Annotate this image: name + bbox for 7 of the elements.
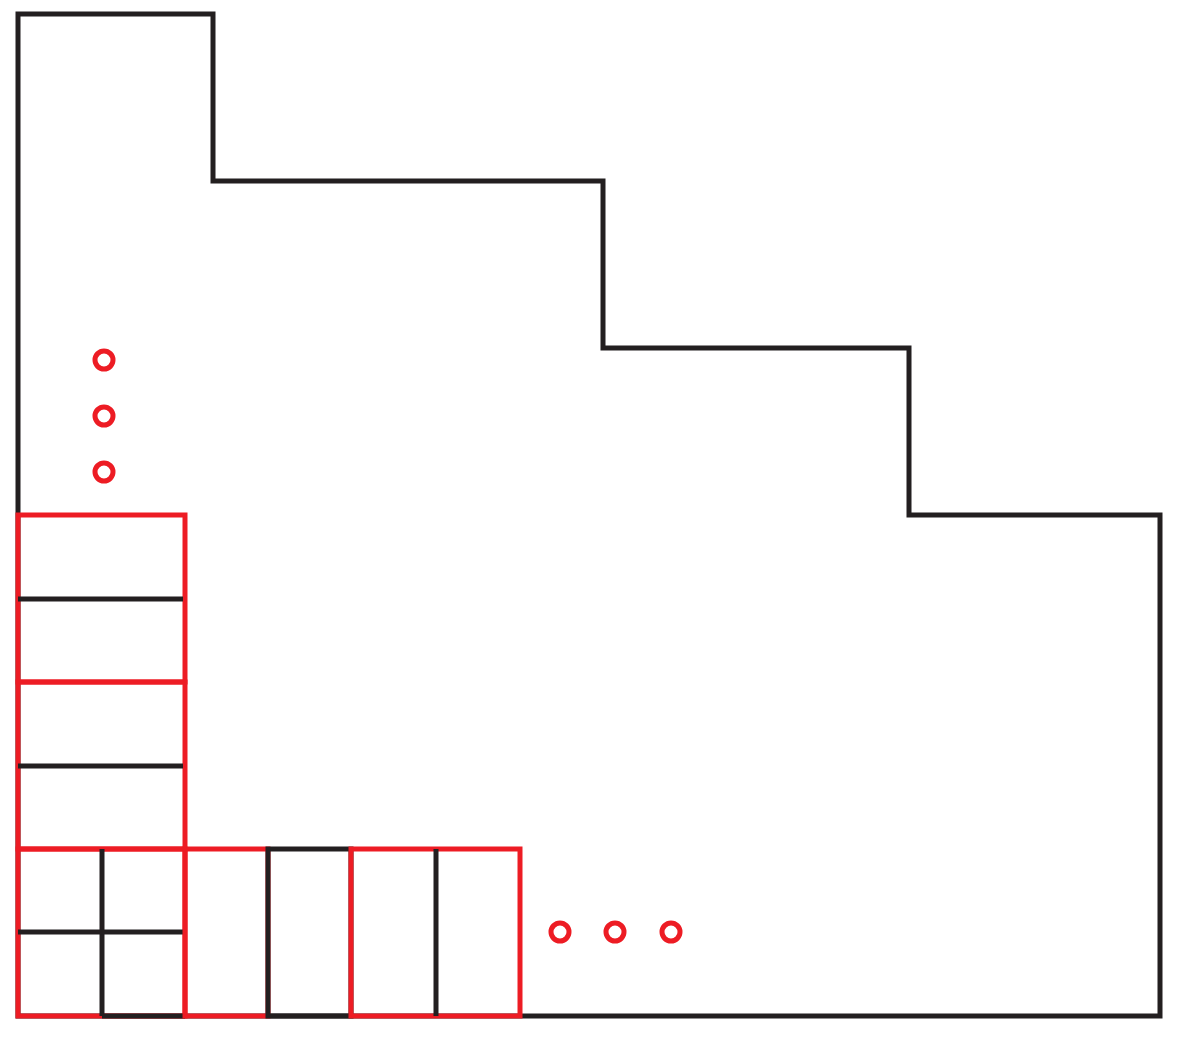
tile — [351, 849, 520, 1016]
tile — [18, 682, 185, 849]
tile — [268, 849, 351, 1016]
stepped-outline — [18, 14, 1160, 1016]
tile — [185, 849, 268, 1016]
tile — [18, 515, 185, 682]
tile — [18, 849, 185, 1016]
